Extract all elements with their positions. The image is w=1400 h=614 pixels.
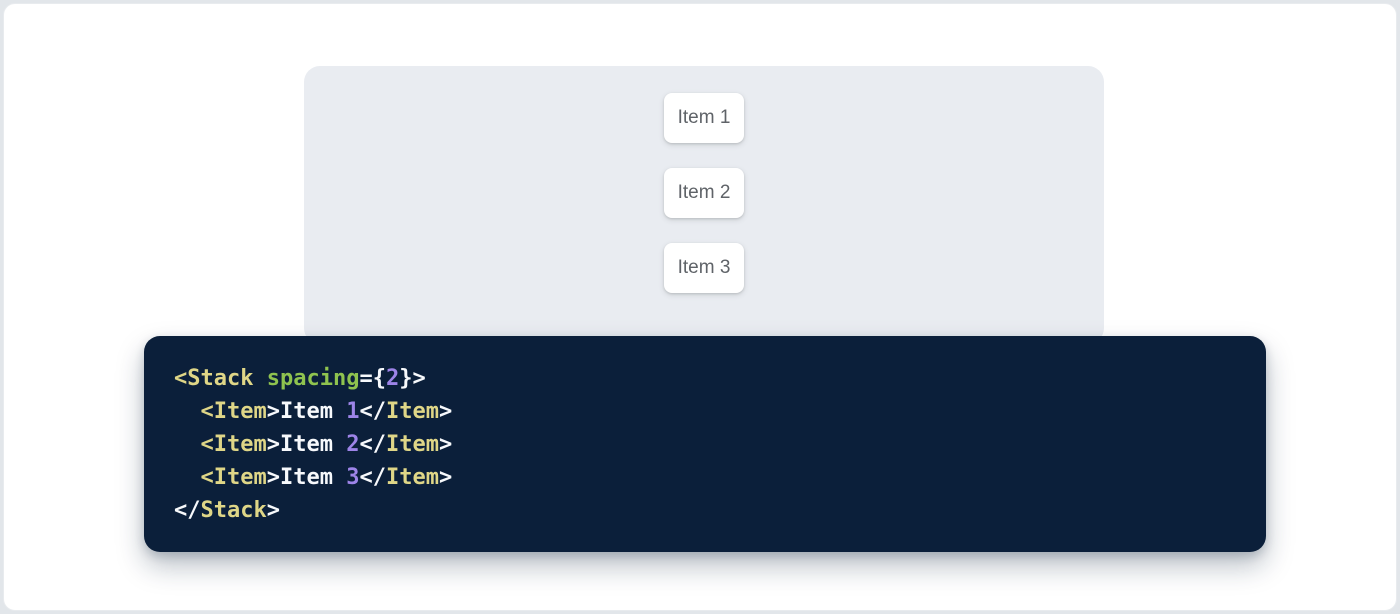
code-token-plain: </ xyxy=(359,399,386,424)
code-token-tag: Item xyxy=(385,399,439,424)
code-token-number: 1 xyxy=(346,399,360,424)
code-content: <Stack spacing={2}> <Item>Item 1</Item> … xyxy=(174,362,1236,527)
code-token-tag: <Item xyxy=(200,432,267,457)
code-token-number: 2 xyxy=(385,366,400,391)
code-token-plain xyxy=(174,432,201,457)
code-token-plain: > xyxy=(438,432,453,457)
code-token-plain: > xyxy=(266,399,280,424)
code-token-plain: > xyxy=(438,399,453,424)
code-token-plain: </ xyxy=(359,465,386,490)
code-token-plain xyxy=(253,366,266,391)
code-token-tag: <Item xyxy=(200,465,267,490)
code-line: <Item>Item 1</Item> xyxy=(174,395,1236,428)
stack-item: Item 3 xyxy=(664,243,744,293)
code-token-tag: Stack xyxy=(200,498,267,523)
stack-demo-panel: Item 1 Item 2 Item 3 xyxy=(304,66,1104,344)
code-token-plain: }> xyxy=(399,366,426,391)
code-block: <Stack spacing={2}> <Item>Item 1</Item> … xyxy=(144,336,1266,552)
code-token-plain: > xyxy=(266,465,280,490)
stack-container: Item 1 Item 2 Item 3 xyxy=(304,66,1104,293)
code-token-tag: <Stack xyxy=(174,366,254,391)
code-token-plain: > xyxy=(266,432,280,457)
code-token-plain: ={ xyxy=(359,366,386,391)
code-line: </Stack> xyxy=(174,494,1236,527)
code-token-tag: <Item xyxy=(200,399,267,424)
code-token-plain xyxy=(174,465,201,490)
code-token-plain: > xyxy=(266,498,280,523)
code-token-tag: Item xyxy=(385,432,439,457)
stack-item: Item 1 xyxy=(664,93,744,143)
code-token-plain: Item xyxy=(279,432,347,457)
code-line: <Stack spacing={2}> xyxy=(174,362,1236,395)
code-token-plain: </ xyxy=(359,432,386,457)
code-token-plain xyxy=(174,399,201,424)
stack-item: Item 2 xyxy=(664,168,744,218)
code-token-plain: Item xyxy=(279,399,347,424)
code-token-number: 2 xyxy=(346,432,360,457)
code-line: <Item>Item 3</Item> xyxy=(174,461,1236,494)
code-line: <Item>Item 2</Item> xyxy=(174,428,1236,461)
code-token-number: 3 xyxy=(346,465,360,490)
code-token-attribute: spacing xyxy=(266,366,360,391)
code-token-plain: > xyxy=(438,465,453,490)
code-token-plain: </ xyxy=(174,498,201,523)
code-token-tag: Item xyxy=(385,465,439,490)
code-token-plain: Item xyxy=(279,465,347,490)
